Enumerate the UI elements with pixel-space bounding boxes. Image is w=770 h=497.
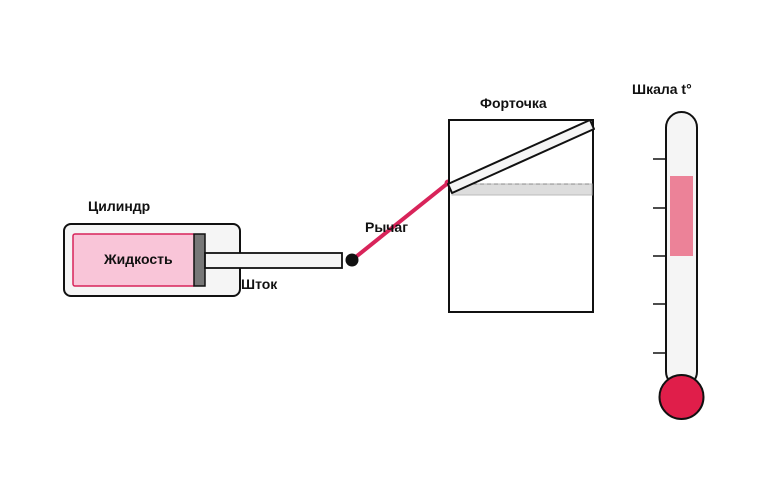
- window-label: Форточка: [480, 95, 547, 111]
- lever: [350, 181, 450, 262]
- thermometer-level: [670, 176, 693, 256]
- liquid-label: Жидкость: [103, 251, 173, 267]
- rod-label: Шток: [241, 276, 278, 292]
- cylinder-label: Цилиндр: [88, 198, 150, 214]
- rod: [204, 252, 343, 269]
- window-closed-position: [451, 183, 593, 196]
- cylinder: [63, 223, 241, 297]
- window-frame: [448, 119, 594, 313]
- rod-pivot: [345, 253, 359, 267]
- window-sash-open: [447, 119, 595, 194]
- piston: [193, 233, 206, 287]
- thermometer-bulb: [658, 374, 705, 420]
- scale-label: Шкала t°: [632, 81, 692, 97]
- lever-label: Рычаг: [365, 219, 408, 235]
- thermometer: [653, 111, 705, 420]
